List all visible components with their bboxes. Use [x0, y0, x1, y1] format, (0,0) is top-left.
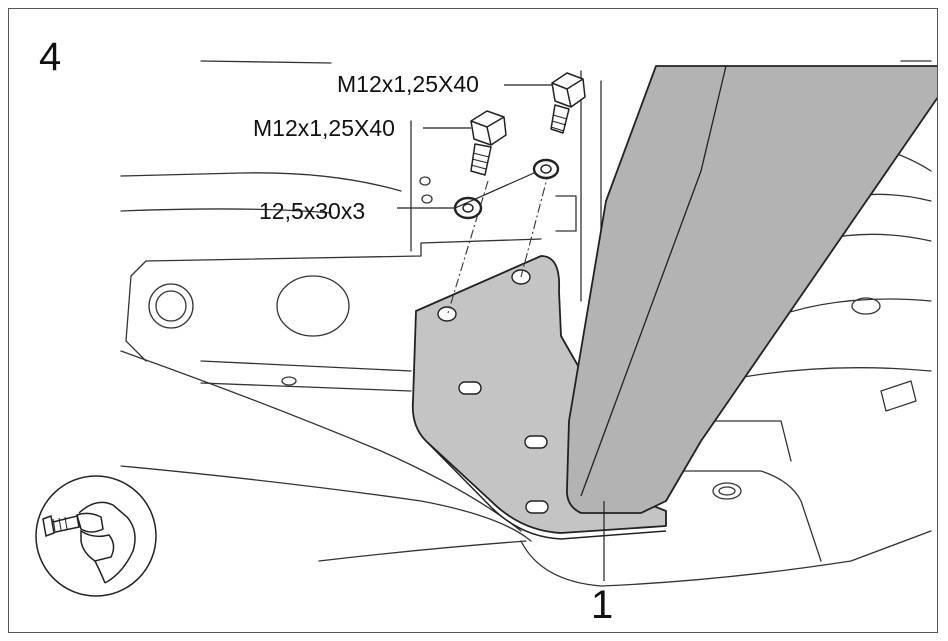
- bracket-plate-edge: [425, 440, 667, 540]
- body-hole: [419, 176, 431, 186]
- bolt-upper: [550, 72, 586, 134]
- body-panel-line: [555, 195, 577, 232]
- body-panel-line: [120, 208, 332, 214]
- bracket-plate: [411, 255, 667, 534]
- plate-slot: [458, 381, 482, 395]
- body-hole: [718, 486, 736, 496]
- plate-slot: [525, 500, 549, 514]
- bolt-spec-label-lower: M12x1,25X40: [253, 115, 395, 141]
- diagram-frame: 4 M12x1,25X40 M12x1,25X40 12,5x30x3 1: [8, 8, 938, 633]
- body-panel-line: [120, 172, 402, 192]
- plate-slot: [524, 435, 548, 449]
- bolt-spec-label-top: M12x1,25X40: [337, 71, 479, 97]
- alignment-line: [520, 170, 550, 278]
- body-hole: [276, 275, 350, 337]
- assembly-illustration: [35, 60, 937, 597]
- frame-tube: [566, 65, 937, 514]
- body-panel-line: [200, 382, 412, 392]
- step-number: 4: [39, 35, 62, 79]
- body-hole: [851, 297, 881, 315]
- alignment-line: [447, 180, 489, 314]
- body-panel-line: [720, 367, 932, 382]
- part-number-label: 1: [591, 583, 614, 627]
- body-panel-line: [318, 540, 527, 562]
- body-panel-line: [125, 260, 147, 362]
- body-panel-line: [700, 420, 792, 462]
- body-panel-line: [520, 530, 932, 587]
- frame-tube-edge: [580, 65, 727, 497]
- body-panel-line: [880, 380, 917, 412]
- body-hole: [421, 194, 433, 204]
- plate-hole: [437, 306, 457, 322]
- body-panel-line: [660, 470, 822, 562]
- bolt-lower: [470, 110, 507, 176]
- body-panel-line: [120, 350, 522, 532]
- leader-line-washer: [397, 172, 535, 209]
- washer-right: [532, 158, 560, 180]
- washer-spec-label: 12,5x30x3: [259, 198, 366, 224]
- hand-tool-inset-icon: [35, 475, 157, 597]
- body-hole: [281, 376, 297, 386]
- body-hole: [148, 283, 194, 329]
- body-panel-line: [120, 465, 532, 542]
- body-panel-line: [145, 238, 542, 262]
- body-hole: [712, 482, 742, 500]
- body-hole: [155, 290, 187, 322]
- body-panel-line: [200, 360, 412, 372]
- washer-left: [453, 196, 483, 220]
- body-panel-line: [200, 60, 332, 64]
